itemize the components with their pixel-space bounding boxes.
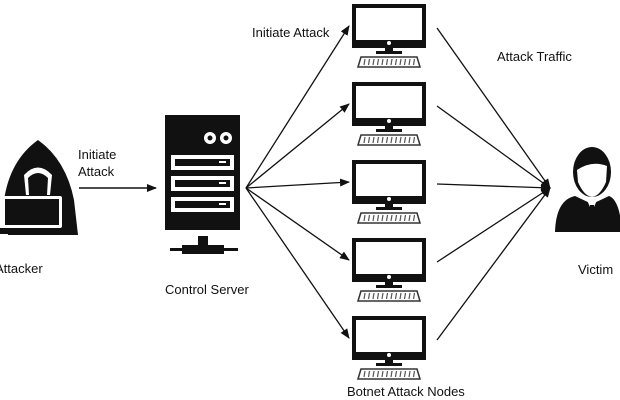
victim-person-icon [555,147,620,232]
server-to-node-arrow [245,103,350,189]
botnet-nodes [245,4,551,380]
server-to-node-arrow [245,178,350,189]
initiate-attack-top-label: Initiate Attack [252,25,330,40]
botnet-nodes-label: Botnet Attack Nodes [347,384,465,399]
node-to-victim-arrow [436,105,551,189]
attacker-hacker-icon [0,140,78,235]
attacker-label: Attacker [0,261,43,276]
initiate-attack-left-label-1: Initiate [78,147,116,162]
node-to-victim-arrow [436,187,551,263]
botnet-computer-icon [352,82,426,146]
control-server-icon [165,115,240,254]
server-to-node-arrow [245,187,350,339]
node-to-victim-arrow [436,183,551,192]
victim-label: Victim [578,262,613,277]
control-server-label: Control Server [165,282,249,297]
attack-traffic-label: Attack Traffic [497,49,572,64]
botnet-computer-icon [352,160,426,224]
botnet-computer-icon [352,316,426,380]
node-to-victim-arrow [436,27,551,189]
server-to-node-arrow [245,187,350,261]
server-to-node-arrow [245,25,350,189]
node-to-victim-arrow [436,187,551,341]
botnet-computer-icon [352,238,426,302]
initiate-attack-left-label-2: Attack [78,164,115,179]
botnet-computer-icon [352,4,426,68]
